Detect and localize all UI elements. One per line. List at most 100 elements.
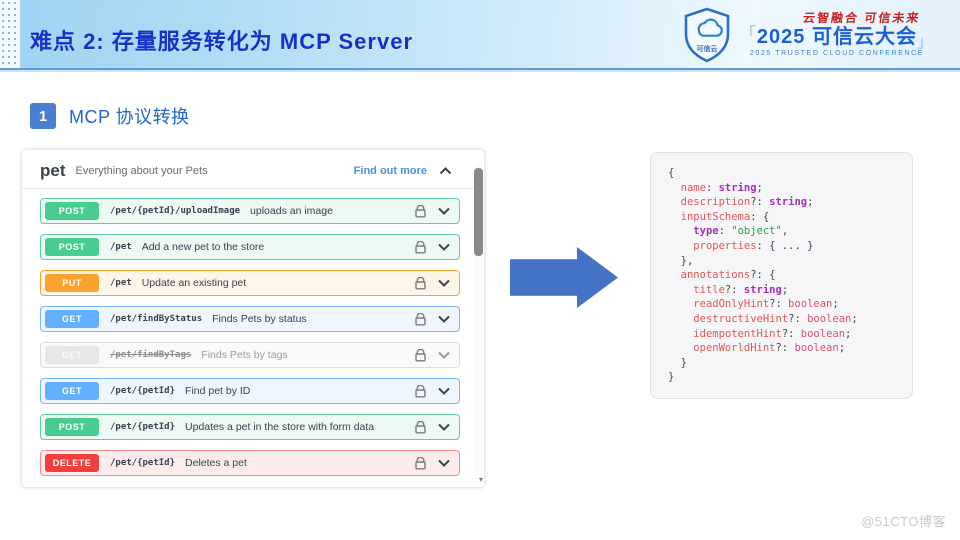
expand-row-button[interactable] (438, 423, 450, 431)
api-description: Update an existing pet (141, 277, 247, 289)
method-badge: POST (45, 238, 99, 256)
chevron-down-icon (438, 207, 450, 215)
logo-slogan: 云智融合 可信未来 (801, 11, 922, 26)
api-description: Find pet by ID (185, 385, 251, 397)
code-line: title?: string; (693, 283, 789, 296)
expand-row-button[interactable] (438, 387, 450, 395)
api-row[interactable]: GET/pet/{petId} Find pet by ID (40, 378, 460, 404)
expand-row-button[interactable] (438, 279, 450, 287)
mcp-tool-schema-code: { name: string; description?: string; in… (650, 152, 913, 399)
chevron-down-icon (438, 315, 450, 323)
api-description: Add a new pet to the store (141, 241, 265, 253)
logo-title: 「2025 可信云大会」 (739, 26, 934, 52)
code-line: type: "object", (693, 225, 789, 238)
auth-lock-button[interactable] (415, 276, 426, 290)
code-line: } (668, 371, 675, 384)
decor-dots (0, 0, 20, 68)
code-line: destructiveHint?: boolean; (693, 312, 858, 325)
method-badge: DELETE (45, 454, 99, 472)
divider (22, 188, 484, 189)
tag-description: Everything about your Pets (75, 165, 208, 177)
lock-icon (415, 240, 426, 254)
bracket-close: 」 (916, 34, 934, 52)
api-path: /pet/{petId} (110, 422, 176, 432)
section-number-badge: 1 (30, 103, 56, 129)
api-row[interactable]: PUT/pet Update an existing pet (40, 270, 460, 296)
swagger-panel: pet Everything about your Pets Find out … (22, 150, 484, 487)
lock-icon (415, 276, 426, 290)
code-line: description?: string; (680, 196, 814, 209)
api-path: /pet/{petId} (110, 458, 176, 468)
expand-row-button[interactable] (438, 459, 450, 467)
api-path: /pet (110, 242, 132, 252)
method-badge: GET (45, 382, 99, 400)
conference-logo: 可信云 云智融合 可信未来 「2025 可信云大会」 2025 TRUSTED … (682, 5, 934, 65)
code-line: annotations?: { (680, 269, 776, 282)
shield-logo-label: 可信云 (696, 44, 717, 53)
api-path: /pet/findByTags (110, 350, 192, 360)
method-badge: POST (45, 202, 99, 220)
auth-lock-button[interactable] (415, 348, 426, 362)
api-description: Finds Pets by status (212, 313, 307, 325)
method-badge: POST (45, 418, 99, 436)
code-line: idempotentHint?: boolean; (693, 327, 852, 340)
auth-lock-button[interactable] (415, 456, 426, 470)
scroll-down-arrow-icon[interactable]: ▾ (478, 475, 483, 484)
bracket-open: 「 (739, 26, 757, 44)
method-badge: PUT (45, 274, 99, 292)
find-out-more-link[interactable]: Find out more (353, 165, 427, 177)
transform-arrow-icon (510, 247, 618, 308)
auth-lock-button[interactable] (415, 204, 426, 218)
logo-title-text: 2025 可信云大会 (756, 26, 917, 49)
code-line: name: string; (680, 181, 763, 194)
shield-logo-icon: 可信云 (684, 7, 730, 63)
scrollbar-track[interactable] (474, 164, 483, 476)
api-description: uploads an image (250, 205, 333, 217)
api-path: /pet/{petId} (110, 386, 176, 396)
api-row[interactable]: POST/pet/{petId}/uploadImage uploads an i… (40, 198, 460, 224)
api-row[interactable]: POST/pet Add a new pet to the store (40, 234, 460, 260)
api-row[interactable]: POST/pet/{petId} Updates a pet in the sto… (40, 414, 460, 440)
auth-lock-button[interactable] (415, 312, 426, 326)
api-description: Updates a pet in the store with form dat… (185, 421, 375, 433)
expand-row-button[interactable] (438, 351, 450, 359)
chevron-down-icon (438, 459, 450, 467)
lock-icon (415, 420, 426, 434)
method-badge: GET (45, 310, 99, 328)
scrollbar-thumb[interactable] (474, 168, 483, 256)
api-path: /pet (110, 278, 132, 288)
code-line: openWorldHint?: boolean; (693, 342, 846, 355)
auth-lock-button[interactable] (415, 240, 426, 254)
code-line: readOnlyHint?: boolean; (693, 298, 839, 311)
section-label: MCP 协议转换 (69, 107, 190, 127)
lock-icon (415, 384, 426, 398)
api-path: /pet/{petId}/uploadImage (110, 206, 241, 216)
page-title: 难点 2: 存量服务转化为 MCP Server (30, 29, 414, 54)
expand-row-button[interactable] (438, 315, 450, 323)
tag-name: pet (40, 161, 66, 180)
chevron-up-icon (439, 167, 452, 175)
chevron-down-icon (438, 387, 450, 395)
lock-icon (415, 312, 426, 326)
lock-icon (415, 456, 426, 470)
api-row[interactable]: DELETE/pet/{petId}Deletes a pet (40, 450, 460, 476)
expand-row-button[interactable] (438, 243, 450, 251)
api-path: /pet/findByStatus (110, 314, 203, 324)
collapse-tag-button[interactable] (439, 167, 452, 175)
auth-lock-button[interactable] (415, 420, 426, 434)
api-row-list: POST/pet/{petId}/uploadImage uploads an i… (22, 198, 484, 476)
lock-icon (415, 204, 426, 218)
code-line: } (668, 356, 687, 369)
code-line: inputSchema: { (680, 210, 770, 223)
watermark: @51CTO博客 (861, 514, 946, 529)
expand-row-button[interactable] (438, 207, 450, 215)
chevron-down-icon (438, 243, 450, 251)
code-line: { (668, 167, 675, 179)
auth-lock-button[interactable] (415, 384, 426, 398)
section-heading: 1 MCP 协议转换 (30, 103, 190, 129)
slide-header: 难点 2: 存量服务转化为 MCP Server 可信云 云智融合 可信未来 「… (0, 0, 960, 70)
api-row[interactable]: GET/pet/findByStatus Finds Pets by status (40, 306, 460, 332)
chevron-down-icon (438, 279, 450, 287)
